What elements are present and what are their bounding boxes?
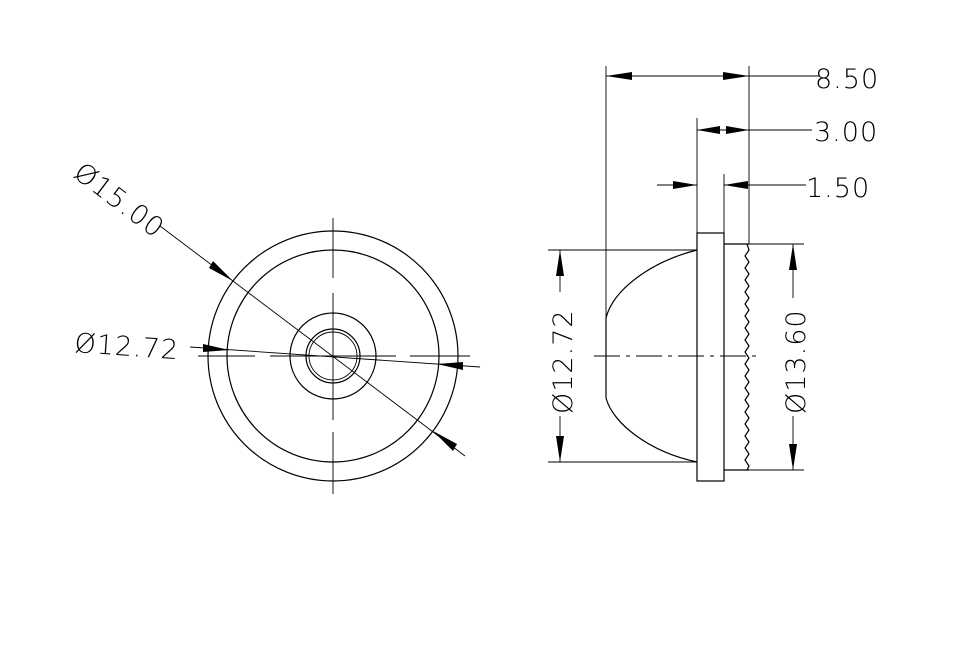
outer-diameter-leader <box>159 225 466 457</box>
overall-length-label: 8.50 <box>815 64 879 95</box>
front-view: Ø15.00 Ø12.72 <box>68 157 481 494</box>
inner-diameter-label: Ø12.72 <box>74 328 180 366</box>
flange-thickness-arrow-right <box>724 181 748 189</box>
flange-thickness-arrow-left <box>673 181 697 189</box>
outer-diameter-label: Ø15.00 <box>68 157 170 245</box>
overall-length-arrow-right <box>723 72 749 80</box>
flange-length-arrow-left <box>697 126 720 134</box>
back-knurl-edge <box>744 243 750 471</box>
flange-length-arrow-right <box>726 126 749 134</box>
lens-diameter-arrow-top <box>556 250 564 276</box>
inner-diameter-arrow-right <box>437 362 463 370</box>
flange-diameter-arrow-bottom <box>789 444 797 470</box>
inner-diameter-leader <box>189 346 481 368</box>
lens-diameter-label-gap <box>545 292 577 416</box>
lens-diameter-arrow-bottom <box>556 436 564 462</box>
lens-diameter-label: Ø12.72 <box>548 309 579 414</box>
flange-length-label: 3.00 <box>814 117 878 148</box>
flange-body <box>696 232 725 482</box>
outer-diameter-arrow-bottom <box>433 431 457 451</box>
inner-diameter-arrow-left <box>203 344 229 352</box>
flange-thickness-label: 1.50 <box>806 173 870 204</box>
flange-diameter-label-gap <box>778 298 810 416</box>
outer-diameter-arrow-top <box>209 261 233 281</box>
overall-length-arrow-left <box>606 72 632 80</box>
side-view: 8.50 3.00 1.50 Ø12.72 Ø13.60 <box>545 64 879 482</box>
dome-profile <box>605 249 698 463</box>
flange-diameter-arrow-top <box>789 244 797 270</box>
flange-diameter-label: Ø13.60 <box>781 309 812 414</box>
